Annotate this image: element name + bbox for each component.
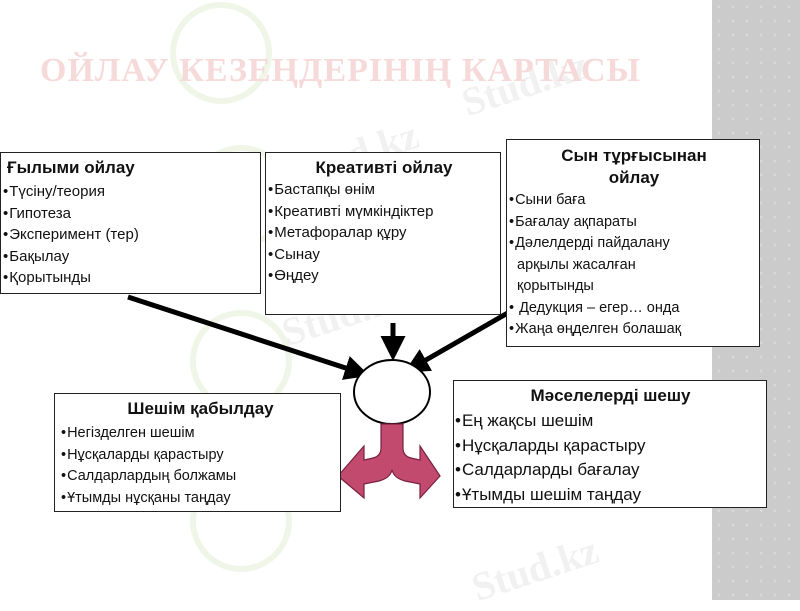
list-item: Өңдеу (268, 265, 500, 287)
watermark-logo (170, 2, 272, 104)
list-item: Нұсқаларды қарастыру (455, 434, 766, 459)
list-item: Креативті мүмкіндіктер (268, 201, 500, 223)
list-item-continuation: арқылы жасалған (517, 256, 636, 273)
list-item-continuation: қорытынды (517, 278, 594, 294)
list-item: Салдарлардың болжамы (61, 466, 340, 488)
list-item: Бастапқы өнім (268, 179, 500, 201)
list-item: Сынау (268, 244, 500, 266)
list-item: Дәлелдерді пайдалану (509, 233, 759, 255)
box-title: Креативті ойлау (315, 158, 453, 177)
scientific-thinking-box: Ғылыми ойлау Түсіну/теория Гипотеза Эксп… (0, 152, 261, 294)
list-item: Эксперимент (тер) (3, 224, 260, 246)
decision-making-box: Шешім қабылдау Негізделген шешім Нұсқала… (54, 393, 341, 512)
box-title: Мәселелерді шешу (530, 386, 691, 405)
box-title-line2: ойлау (608, 168, 660, 187)
split-arrow (337, 423, 441, 500)
arrow-from-critical (404, 307, 515, 373)
box-title-line1: Сын тұрғысынан (561, 146, 707, 165)
list-item: Ең жақсы шешім (455, 409, 766, 434)
list-item: Дедукция – егер… онда (509, 298, 759, 320)
list-item: Гипотеза (3, 203, 260, 225)
list-item: Ұтымды шешім таңдау (455, 483, 766, 508)
arrow-from-science (127, 294, 370, 380)
slide-title: ОЙЛАУ КЕЗЕҢДЕРІНІҢ КАРТАСЫ (40, 52, 641, 89)
list-item: Түсіну/теория (3, 181, 260, 203)
box-title: Шешім қабылдау (127, 399, 274, 418)
list-item: Сыни баға (509, 190, 759, 212)
list-item: Негізделген шешім (61, 423, 340, 445)
box-title: Ғылыми ойлау (7, 158, 135, 177)
list-item: Метафоралар құру (268, 222, 500, 244)
list-item: Қорытынды (3, 267, 260, 289)
list-item: Жаңа өңделген болашақ (509, 319, 759, 341)
list-item: Нұсқаларды қарастыру (61, 445, 340, 467)
list-item: Бағалау ақпараты (509, 212, 759, 234)
problem-solving-box: Мәселелерді шешу Ең жақсы шешім Нұсқалар… (453, 380, 767, 508)
list-item: Салдарларды бағалау (455, 458, 766, 483)
list-item: Ұтымды нұсқаны таңдау (61, 488, 340, 510)
central-node (353, 359, 431, 425)
list-item: Бақылау (3, 246, 260, 268)
critical-thinking-box: Сын тұрғысынан ойлау Сыни баға Бағалау а… (506, 139, 760, 347)
creative-thinking-box: Креативті ойлау Бастапқы өнім Креативті … (265, 152, 501, 315)
